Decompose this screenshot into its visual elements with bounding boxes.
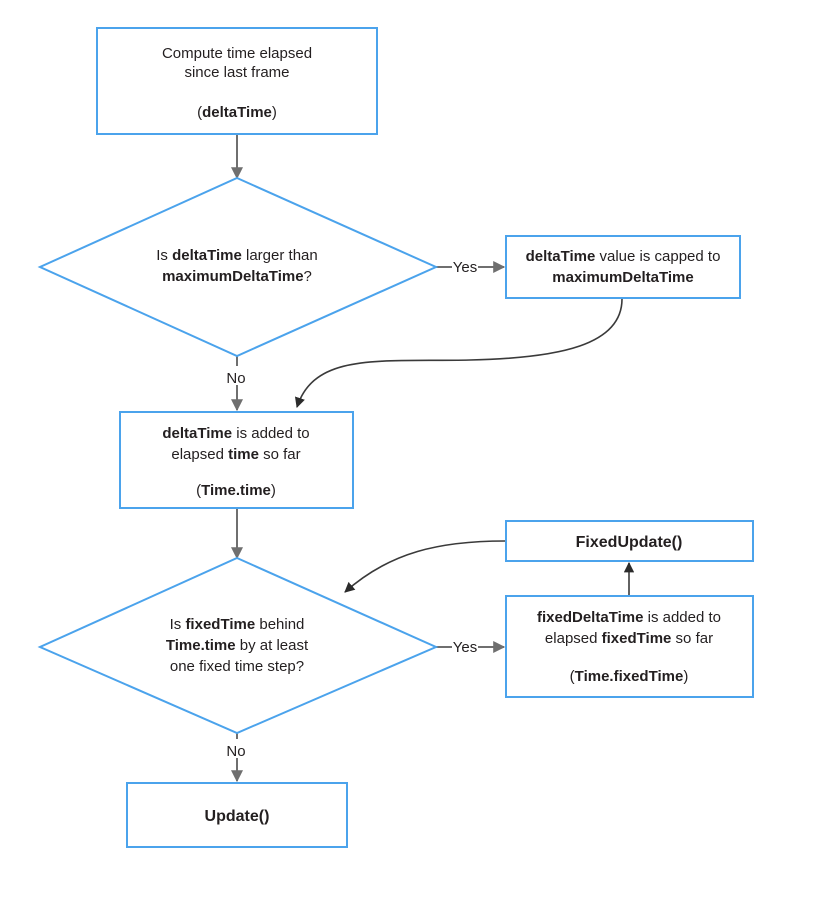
node-fixed-update-label: FixedUpdate() bbox=[576, 534, 683, 551]
node-update-shape bbox=[126, 782, 348, 848]
node-is-fixed-behind[interactable]: Is fixedTime behind Time.time by at leas… bbox=[37, 556, 439, 735]
node-fixed-update[interactable]: FixedUpdate() bbox=[505, 520, 754, 562]
node-fixed-delta-added-shape bbox=[505, 595, 754, 698]
node-compute-delta-time-label: Compute time elapsed bbox=[162, 45, 312, 62]
svg-text:(Time.time): (Time.time) bbox=[196, 482, 276, 499]
svg-text:(Time.fixedTime): (Time.fixedTime) bbox=[570, 668, 689, 685]
svg-text:elapsed fixedTime so far: elapsed fixedTime so far bbox=[545, 630, 713, 647]
node-fixed-delta-added[interactable]: fixedDeltaTime is added to elapsed fixed… bbox=[505, 595, 754, 698]
svg-text:since last frame: since last frame bbox=[184, 64, 289, 81]
svg-text:one fixed time step?: one fixed time step? bbox=[170, 658, 304, 675]
node-compute-delta-time-shape bbox=[96, 27, 378, 135]
node-is-delta-larger-shape bbox=[37, 176, 439, 358]
node-is-delta-larger[interactable]: Is deltaTime larger than maximumDeltaTim… bbox=[37, 176, 439, 358]
node-compute-delta-time[interactable]: Compute time elapsed since last frame (d… bbox=[96, 27, 378, 135]
svg-text:(deltaTime): (deltaTime) bbox=[197, 104, 277, 121]
node-delta-capped-shape bbox=[505, 235, 741, 299]
edge-capped-to-added-curve bbox=[294, 298, 623, 408]
node-delta-added-to-time-label: deltaTime is added to bbox=[162, 425, 309, 442]
node-update-label: Update() bbox=[205, 808, 270, 825]
node-fixed-update-shape bbox=[505, 520, 754, 562]
edge-label-no-decision1: No bbox=[226, 370, 245, 387]
svg-text:elapsed time so far: elapsed time so far bbox=[171, 446, 300, 463]
node-update[interactable]: Update() bbox=[126, 782, 348, 848]
edge-fixedupdate-to-decision2-curve bbox=[344, 540, 506, 593]
edge-label-yes-decision1: Yes bbox=[453, 259, 477, 276]
node-is-fixed-behind-label: Is fixedTime behind bbox=[170, 616, 305, 633]
node-delta-added-to-time-shape bbox=[119, 411, 354, 509]
node-fixed-delta-added-label: fixedDeltaTime is added to bbox=[537, 609, 721, 626]
node-delta-capped-label: deltaTime value is capped to bbox=[526, 248, 721, 265]
node-is-delta-larger-label: Is deltaTime larger than bbox=[156, 247, 317, 264]
edge-label-no-decision2: No bbox=[226, 743, 245, 760]
svg-text:maximumDeltaTime: maximumDeltaTime bbox=[552, 269, 693, 286]
node-delta-capped[interactable]: deltaTime value is capped to maximumDelt… bbox=[505, 235, 741, 299]
node-delta-added-to-time[interactable]: deltaTime is added to elapsed time so fa… bbox=[119, 411, 354, 509]
edge-label-yes-decision2: Yes bbox=[453, 639, 477, 656]
svg-text:Time.time by at least: Time.time by at least bbox=[166, 637, 309, 654]
svg-text:maximumDeltaTime?: maximumDeltaTime? bbox=[162, 268, 312, 285]
node-is-fixed-behind-shape bbox=[37, 556, 439, 735]
